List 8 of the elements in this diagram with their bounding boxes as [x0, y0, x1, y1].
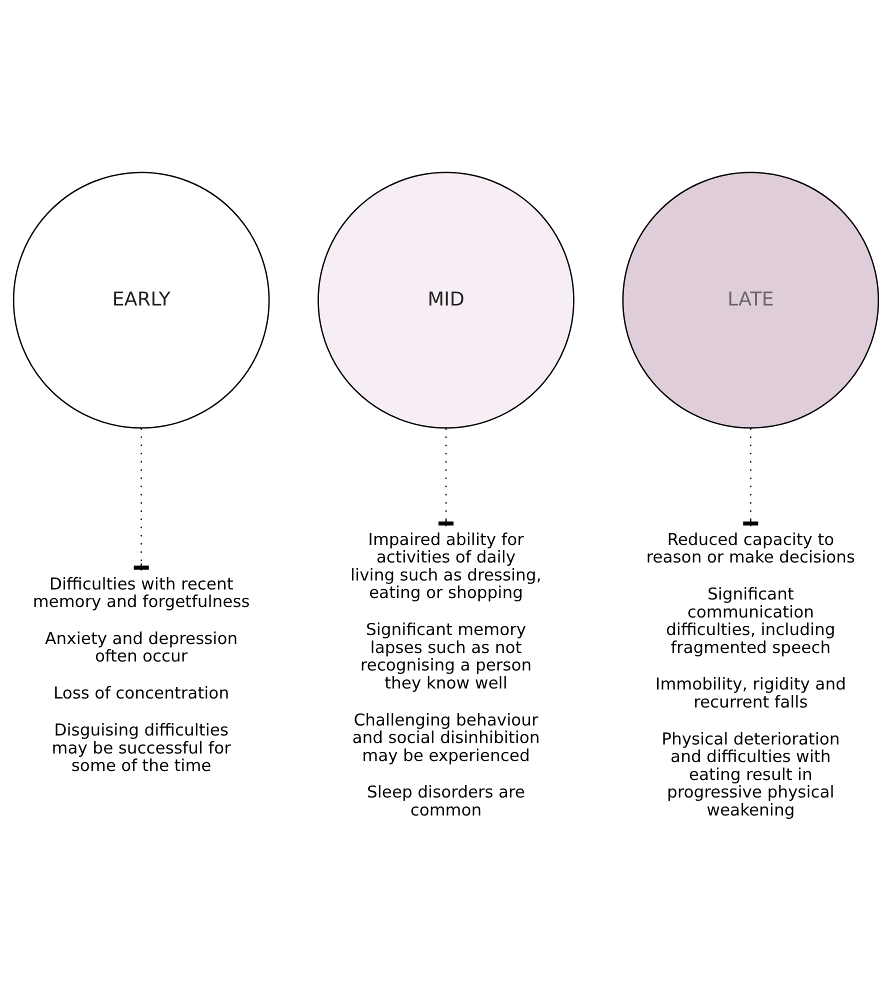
node-circle: MID [318, 171, 574, 428]
node-text: Difficulties with recent memory and forgetfulness Anxiety and depression often occur Loss of concentration Disguising difficulties may be successful for some of the time [32, 574, 250, 775]
node-text: Reduced capacity to reason or make decisions Significant communication difficulties, including fragmented speech Immobility, rigidity and recurrent falls Physical deterioration and difficulties with eating result in progressive physical weakening [646, 529, 856, 819]
connector [134, 428, 149, 570]
node-text: Impaired ability for activities of daily living such as dressing, eating or shopping Significant memory lapses such as not recognising a person they know well Challenging behaviour and social disinhibition may be experienced Sleep disorders are common [350, 529, 542, 819]
node-circle: LATE [622, 171, 880, 428]
node-circle: EARLY [12, 171, 270, 428]
connector [743, 428, 758, 526]
